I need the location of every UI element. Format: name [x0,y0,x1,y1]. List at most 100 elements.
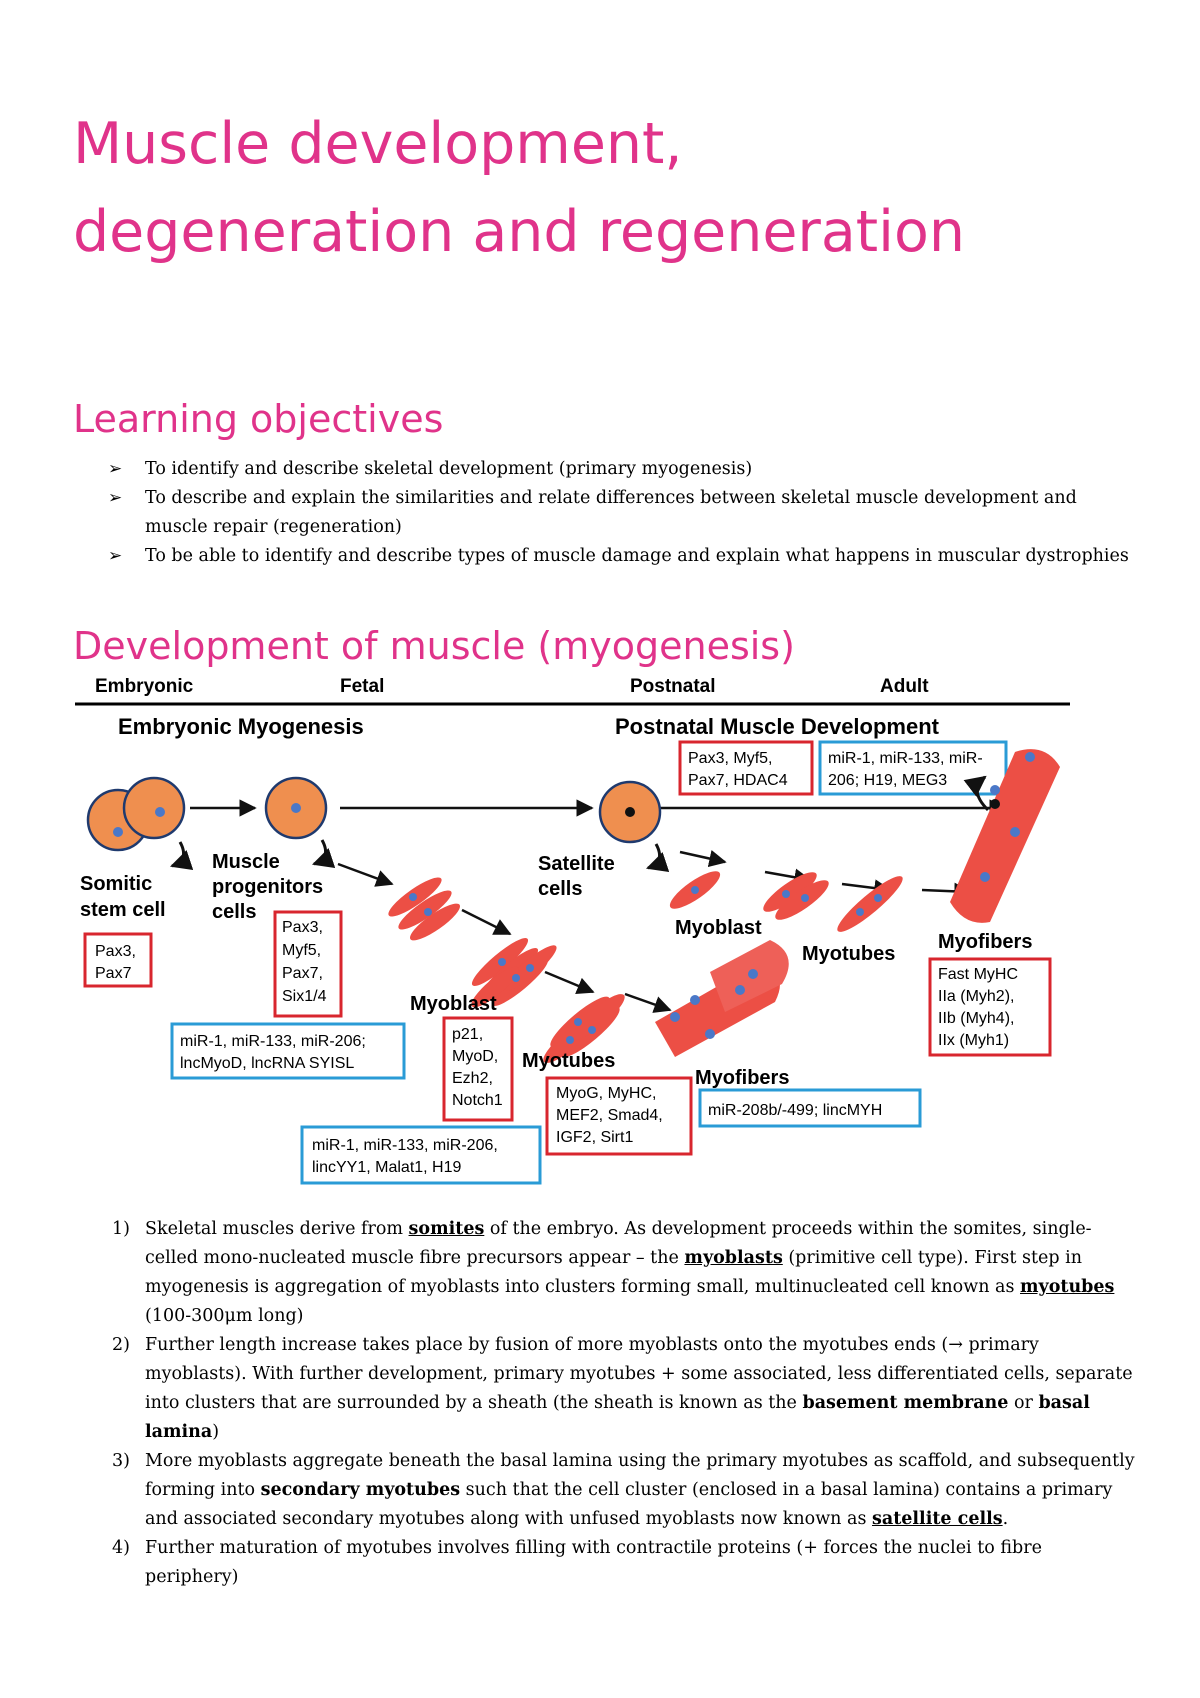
embryonic-myofiber-icon [655,940,789,1057]
adult-fiber-type-box: Fast MyHC IIa (Myh2), IIb (Myh4), IIx (M… [928,957,1052,1057]
svg-text:MyoD,: MyoD, [452,1048,498,1065]
step-text-run: ) [212,1422,220,1442]
svg-text:IIa (Myh2),: IIa (Myh2), [938,988,1014,1005]
step-text-run: or [1008,1393,1039,1413]
timeline-postnatal: Postnatal [630,676,716,697]
myotubes-label: Myotubes [522,1050,615,1072]
progenitor-rna-box: miR-1, miR-133, miR-206; lncMyoD, lncRNA… [170,1022,406,1080]
svg-text:Notch1: Notch1 [452,1092,503,1109]
svg-text:Pax3, Myf5,: Pax3, Myf5, [688,750,772,767]
objective-item: ➢To be able to identify and describe typ… [108,542,1138,571]
muscle-progenitor-cell-icon [264,776,336,868]
emphasized-term: secondary myotubes [260,1480,461,1500]
myofiber-rna-box: miR-208b/-499; lincMYH [698,1088,922,1128]
arrow [624,992,672,1013]
learning-objectives-heading: Learning objectives [73,397,444,441]
timeline-fetal: Fetal [340,676,384,697]
postnatal-myoblast-label: Myoblast [675,917,762,939]
svg-text:Pax7: Pax7 [95,965,132,982]
svg-text:lncMyoD, lncRNA SYISL: lncMyoD, lncRNA SYISL [180,1055,354,1072]
progenitor-label-1: Muscle [212,851,280,873]
svg-text:Six1/4: Six1/4 [282,988,327,1005]
step-text-run: (primitive cell type). First step in myo… [145,1248,1083,1297]
svg-text:MEF2, Smad4,: MEF2, Smad4, [556,1107,663,1124]
emphasized-term: basement membrane [802,1393,1009,1413]
development-heading: Development of muscle (myogenesis) [73,624,795,668]
timeline-embryonic: Embryonic [95,676,194,697]
step-text-run: Further length increase takes place by f… [145,1335,1133,1413]
myoblast-label: Myoblast [410,993,497,1015]
myoblast-rna-box: miR-1, miR-133, miR-206, lincYY1, Malat1… [300,1125,542,1185]
step-text-run: Skeletal muscles derive from [145,1219,409,1239]
svg-text:lincYY1, Malat1, H19: lincYY1, Malat1, H19 [312,1159,462,1176]
svg-text:Pax3,: Pax3, [95,943,136,960]
arrow [337,862,394,887]
postnatal-myoblast-icon [669,871,829,920]
svg-text:miR-1, miR-133, miR-: miR-1, miR-133, miR- [828,750,983,767]
step-item: 1)Skeletal muscles derive from somites o… [112,1219,1115,1326]
embryonic-myoblast-cluster-icon [471,938,557,1008]
somitic-marker-box: Pax3, Pax7 [83,932,153,988]
learning-objectives-list: ➢To identify and describe skeletal devel… [108,455,1138,571]
adult-myofibers-label: Myofibers [938,931,1032,953]
svg-text:miR-1, miR-133, miR-206;: miR-1, miR-133, miR-206; [180,1033,366,1050]
svg-text:miR-1, miR-133, miR-206,: miR-1, miR-133, miR-206, [312,1137,498,1154]
svg-text:Myf5,: Myf5, [282,942,321,959]
step-text-run: Further maturation of myotubes involves … [145,1538,1042,1587]
embryonic-myogenesis-heading: Embryonic Myogenesis [118,714,364,739]
embryonic-myoblast-icon [388,877,460,941]
satellite-label-2: cells [538,878,582,900]
objective-item: ➢To identify and describe skeletal devel… [108,455,1138,484]
step-item: 4)Further maturation of myotubes involve… [112,1538,1042,1587]
arrow [679,850,727,868]
svg-text:IIx (Myh1): IIx (Myh1) [938,1032,1009,1049]
emphasized-term: satellite cells [872,1509,1003,1529]
timeline-adult: Adult [880,676,929,697]
myotube-marker-box: MyoG, MyHC, MEF2, Smad4, IGF2, Sirt1 [545,1076,693,1156]
svg-text:Fast MyHC: Fast MyHC [938,966,1018,983]
myofibers-label: Myofibers [695,1067,789,1089]
arrow-bullet-icon: ➢ [108,488,123,508]
satellite-label-1: Satellite [538,853,615,875]
svg-text:IIb (Myh4),: IIb (Myh4), [938,1010,1014,1027]
arrow [544,970,595,995]
svg-text:Pax7,: Pax7, [282,965,323,982]
emphasized-term: myoblasts [684,1248,783,1268]
step-text-run: (100-300μm long) [145,1306,304,1326]
svg-text:MyoG, MyHC,: MyoG, MyHC, [556,1085,656,1102]
step-item: 2)Further length increase takes place by… [112,1335,1133,1442]
svg-text:IGF2, Sirt1: IGF2, Sirt1 [556,1129,633,1146]
svg-text:Ezh2,: Ezh2, [452,1070,493,1087]
objective-item: ➢To describe and explain the similaritie… [108,484,1138,542]
satellite-cell-icon [598,780,670,872]
myogenesis-diagram: Embryonic Fetal Postnatal Adult Embryoni… [75,676,1070,1185]
adult-myofiber-icon [950,749,1060,923]
progenitor-label-2: progenitors [212,876,323,898]
postnatal-development-heading: Postnatal Muscle Development [615,714,940,739]
myogenesis-steps-list: 1)Skeletal muscles derive from somites o… [108,1215,1138,1592]
emphasized-term: basal lamina [145,1393,1090,1442]
satellite-marker-box: Pax3, Myf5, Pax7, HDAC4 [678,740,814,796]
progenitor-label-3: cells [212,901,256,923]
emphasized-term: myotubes [1020,1277,1115,1297]
step-item: 3)More myoblasts aggregate beneath the b… [112,1451,1135,1529]
stem-cell-label: stem cell [80,899,166,921]
step-text-run: of the embryo. As development proceeds w… [145,1219,1092,1268]
svg-text:miR-208b/-499; lincMYH: miR-208b/-499; lincMYH [708,1102,882,1119]
svg-text:Pax7, HDAC4: Pax7, HDAC4 [688,772,788,789]
somitic-label: Somitic [80,873,152,895]
arrow [461,908,512,936]
step-text-run: such that the cell cluster (enclosed in … [145,1480,1113,1529]
arrow-bullet-icon: ➢ [108,546,123,566]
progenitor-marker-box: Pax3, Myf5, Pax7, Six1/4 [273,910,343,1018]
somitic-stem-cell-icon [86,776,194,870]
page-title: Muscle development, degeneration and reg… [73,111,965,265]
arrow-bullet-icon: ➢ [108,459,123,479]
embryonic-myotube-icon [543,994,625,1063]
emphasized-term: somites [408,1219,485,1239]
myoblast-marker-box: p21, MyoD, Ezh2, Notch1 [442,1016,514,1122]
svg-text:Pax3,: Pax3, [282,919,323,936]
step-text-run: . [1002,1509,1009,1529]
postnatal-myotubes-label: Myotubes [802,943,895,965]
